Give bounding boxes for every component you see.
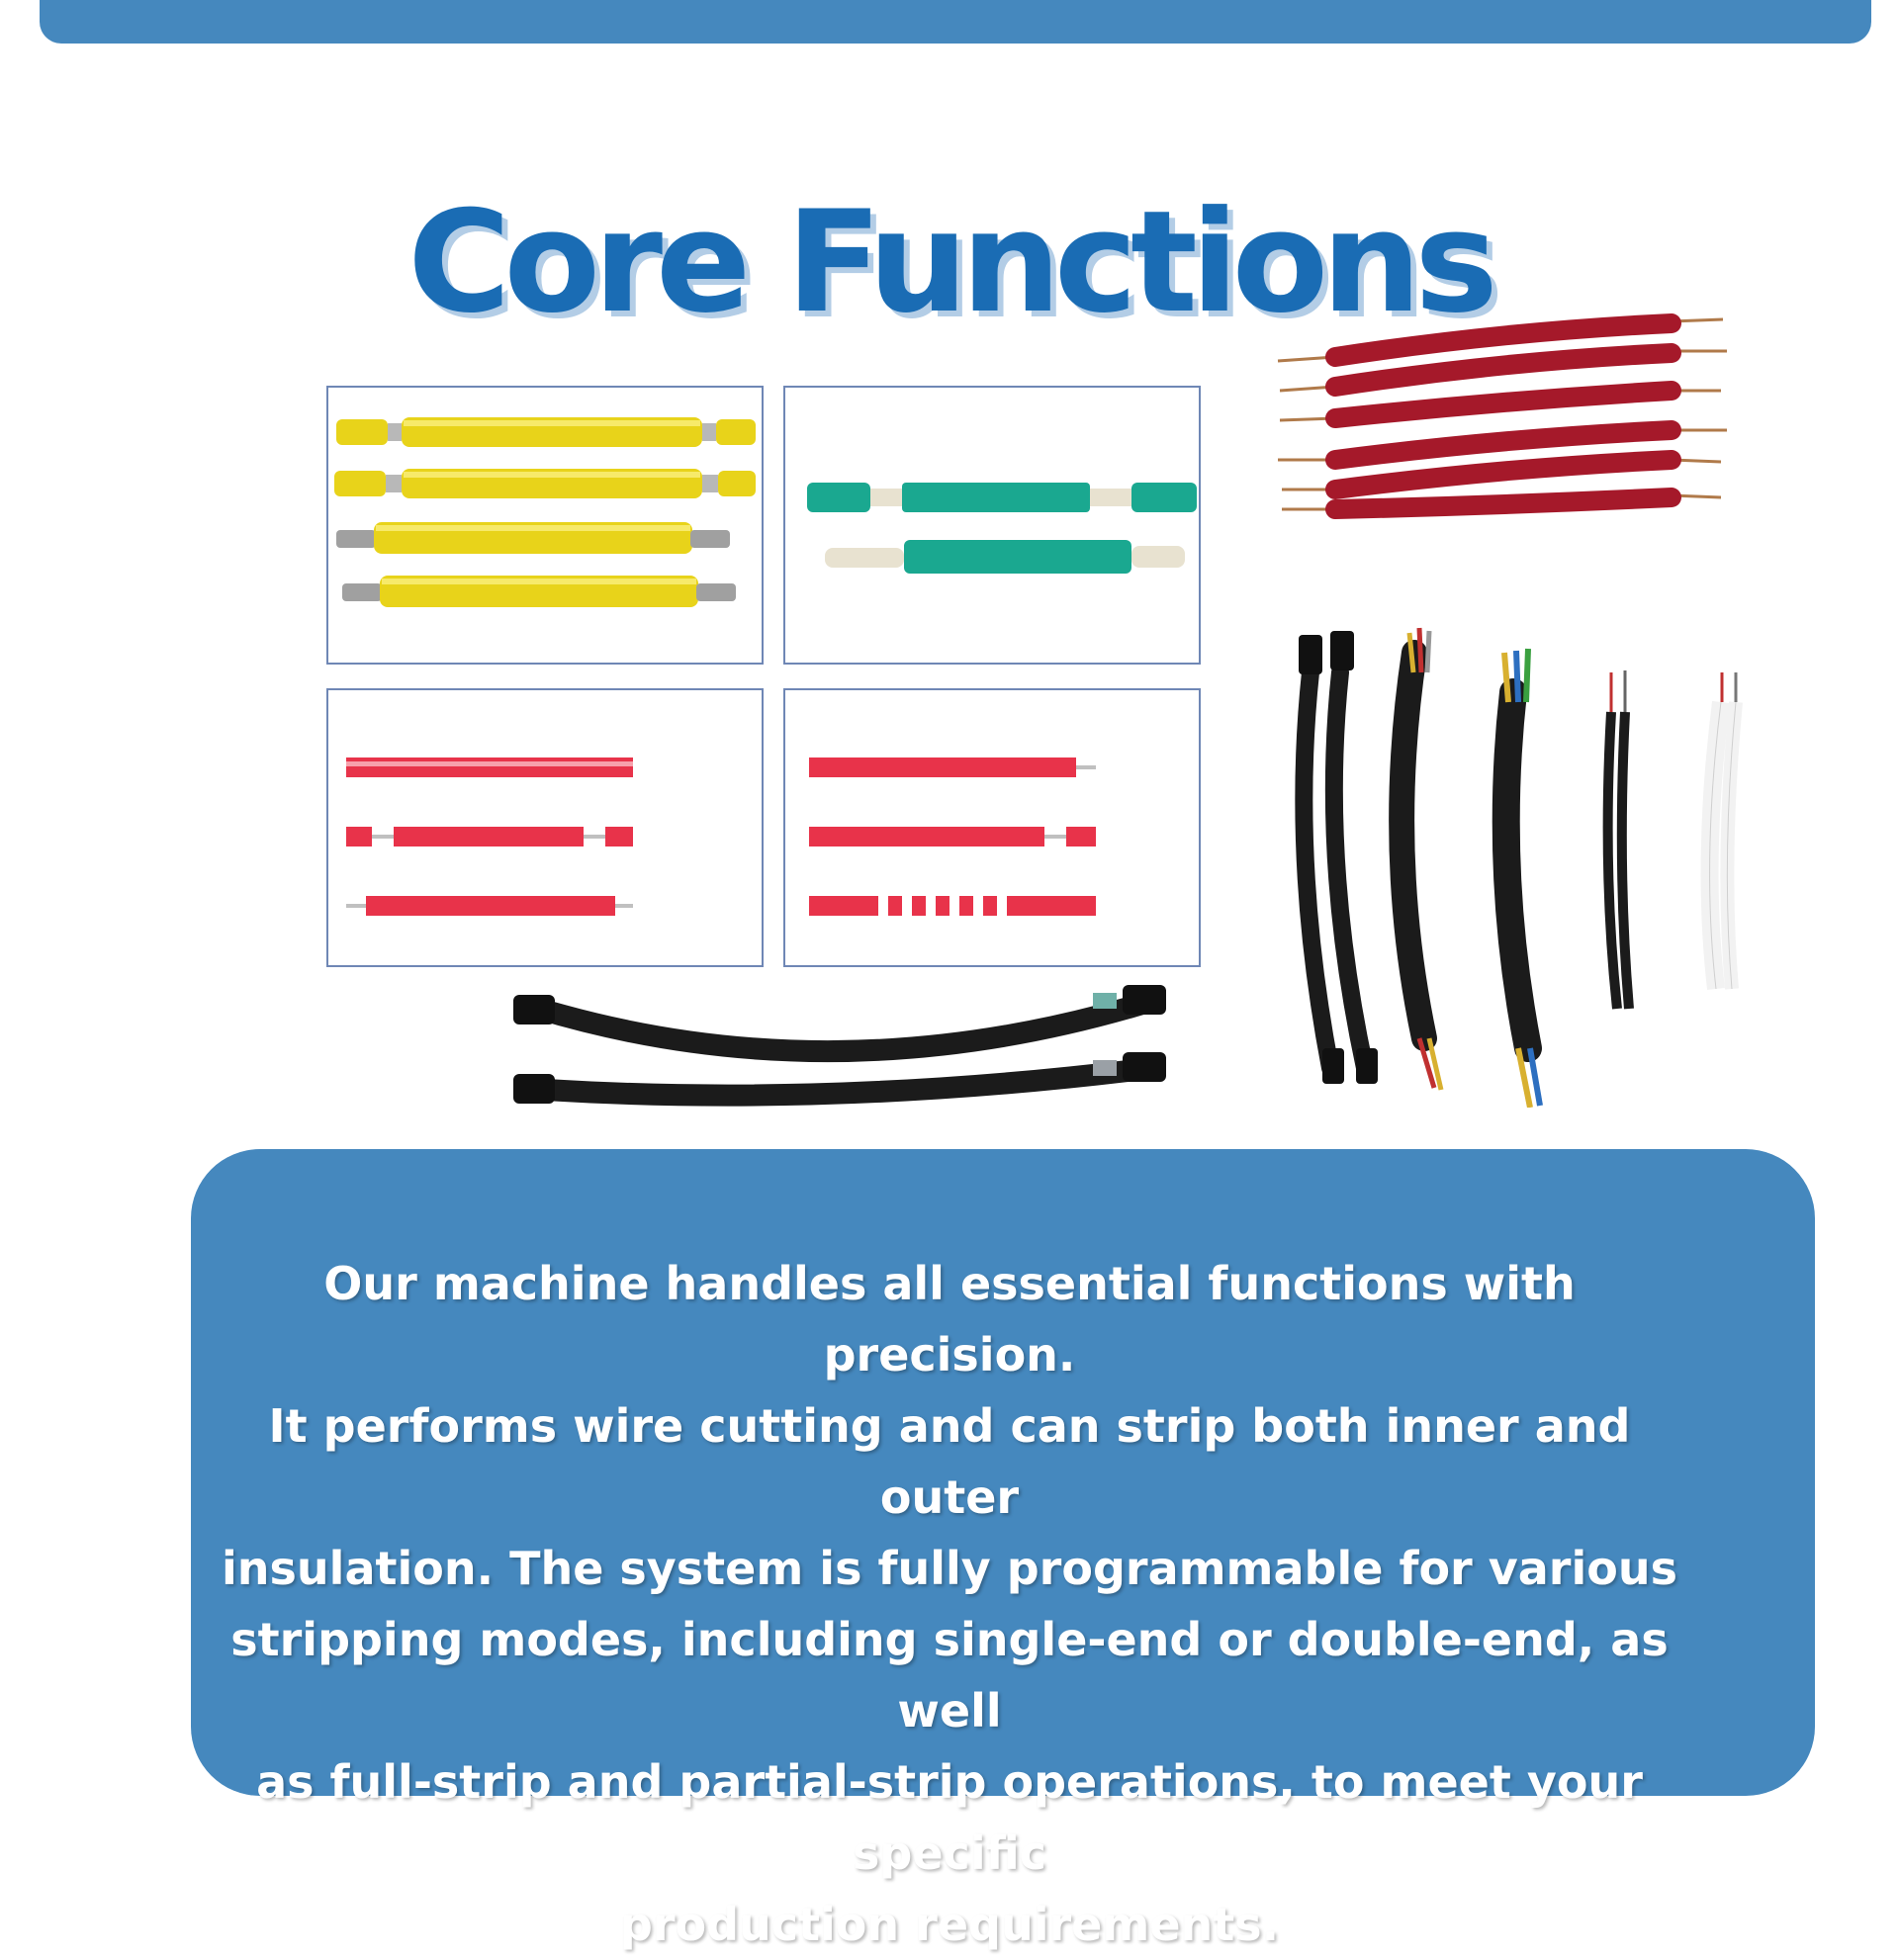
description-line: as full-strip and partial-strip operatio… [256,1755,1643,1880]
description-line: It performs wire cutting and can strip b… [268,1399,1631,1524]
description-line: insulation. The system is fully programm… [222,1542,1677,1595]
description-line: Our machine handles all essential functi… [323,1257,1576,1381]
page-title: Core Functions [407,181,1498,345]
red-strip-modes-panel [326,688,764,967]
red-wire-partial-strip-icon [809,757,1096,916]
black-cable-stripped-icon [513,985,1166,1107]
red-wire-strip-modes-icon [346,757,633,916]
multi-core-cables-icon [1295,627,1743,1108]
green-wires-panel [783,386,1201,665]
red-partial-strip-panel [783,688,1201,967]
description-line: stripping modes, including single-end or… [230,1613,1669,1737]
description-line: production requirements. [619,1898,1280,1951]
description-text: Our machine handles all essential functi… [198,1248,1701,1960]
green-wires-stripped-ends-icon [807,483,1197,574]
top-banner-bar [40,0,1871,44]
yellow-wires-stripped-ends-icon [334,417,756,607]
description-box [191,1149,1815,1796]
yellow-wires-panel [326,386,764,665]
dark-red-wire-bundle-icon [1277,313,1727,519]
